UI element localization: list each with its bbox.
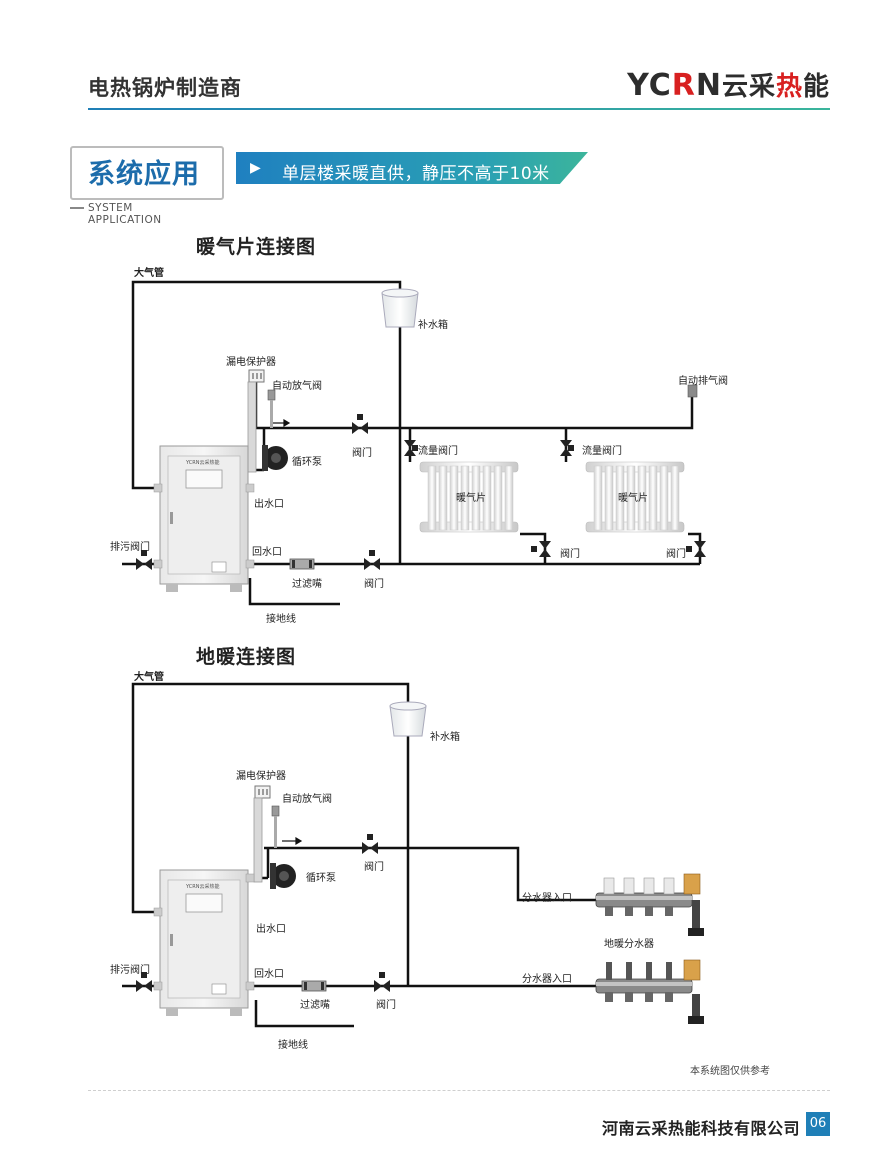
d2-label-manifold-in1: 分水器入口: [522, 893, 572, 904]
section-title-box: [70, 146, 224, 200]
brand-en-1: YC: [627, 68, 672, 103]
d1-label-auto-exhaust: 自动排气阀: [678, 376, 728, 387]
tank-icon: [381, 288, 419, 328]
banner-text: 单层楼采暖直供，静压不高于10米: [282, 164, 550, 184]
header-title: 电热锅炉制造商: [88, 76, 242, 100]
brand-cn-1: 云采: [721, 72, 776, 102]
d2-label-return: 回水口: [254, 969, 284, 980]
pump-icon: [270, 863, 296, 889]
section-title: 系统应用: [88, 159, 200, 190]
d1-label-radiator2: 暖气片: [618, 493, 648, 504]
valve-icon: [136, 834, 390, 992]
d1-label-ground: 接地线: [266, 614, 296, 625]
d1-label-tank: 补水箱: [418, 320, 448, 331]
d1-label-filter: 过滤嘴: [292, 579, 322, 590]
d2-label-tank: 补水箱: [430, 732, 460, 743]
d1-label-atmos: 大气管: [134, 268, 164, 279]
d1-label-auto-vent: 自动放气阀: [272, 381, 322, 392]
boiler-icon: [153, 869, 255, 1016]
d1-label-leak: 漏电保护器: [226, 357, 276, 368]
d2-label-drain: 排污阀门: [110, 965, 150, 976]
leak-protector-icon: [247, 369, 265, 473]
d1-label-drain: 排污阀门: [110, 542, 150, 553]
manifold-icon: [595, 959, 704, 1024]
d2-label-atmos: 大气管: [134, 672, 164, 683]
boiler-brand-label: YCRN云采热能: [186, 884, 220, 890]
auto-vent-valve-icon: [267, 389, 276, 428]
company-name: 河南云采热能科技有限公司: [601, 1119, 800, 1138]
boiler-brand-label: YCRN云采热能: [186, 460, 220, 466]
banner-arrow-icon: ▶: [250, 160, 261, 176]
diagram1-pipes: [122, 280, 702, 606]
d1-label-valve-top: 阀门: [352, 448, 372, 459]
d2-label-valve-top: 阀门: [364, 862, 384, 873]
d1-label-pump: 循环泵: [292, 457, 322, 468]
brand-en-2: N: [695, 68, 722, 103]
filter-icon: [289, 558, 315, 570]
pump-icon: [262, 445, 288, 471]
section-banner: [236, 152, 588, 184]
diagram1-title: 暖气片连接图: [196, 236, 317, 258]
d2-label-manifold: 地暖分水器: [604, 939, 654, 950]
d2-label-filter: 过滤嘴: [300, 1000, 330, 1011]
d2-label-leak: 漏电保护器: [236, 771, 286, 782]
brand-logo: YCRN云采热能: [627, 66, 830, 103]
header-divider: [88, 108, 830, 110]
d2-label-outlet: 出水口: [256, 924, 286, 935]
footer-divider: [88, 1090, 830, 1092]
reference-note: 本系统图仅供参考: [690, 1066, 770, 1077]
filter-icon: [301, 980, 327, 992]
diagram2-title: 地暖连接图: [196, 646, 297, 668]
d1-label-outlet: 出水口: [254, 499, 284, 510]
d1-label-flow2: 流量阀门: [582, 446, 622, 457]
brand-cn-red: 热: [775, 72, 803, 102]
leak-protector-icon: [253, 785, 271, 883]
auto-vent-valve-icon: [271, 805, 280, 848]
section-sub-line1: SYSTEM: [88, 202, 133, 214]
valve-icon: [136, 414, 706, 570]
d1-label-valve-bottom: 阀门: [364, 579, 384, 590]
brand-cn-2: 能: [802, 72, 830, 102]
boiler-icon: [153, 445, 255, 592]
tank-icon: [389, 701, 427, 737]
auto-exhaust-valve-icon: [687, 384, 698, 398]
d2-label-pump: 循环泵: [306, 873, 336, 884]
radiator-icon: [419, 461, 519, 533]
d1-label-radiator1: 暖气片: [456, 493, 486, 504]
d1-label-valve-r1: 阀门: [560, 549, 580, 560]
manifold-icon: [595, 873, 704, 936]
d1-label-return: 回水口: [252, 547, 282, 558]
d2-label-valve-bottom: 阀门: [376, 1000, 396, 1011]
d1-label-valve-r2: 阀门: [666, 549, 686, 560]
section-dash: [70, 207, 84, 209]
radiator-icon: [585, 461, 685, 533]
page-number: 06: [806, 1112, 830, 1136]
flow-arrow-icon: [282, 836, 303, 846]
brand-en-r: R: [671, 68, 696, 103]
d1-label-flow1: 流量阀门: [418, 446, 458, 457]
d2-label-auto-vent: 自动放气阀: [282, 794, 332, 805]
diagram2-pipes: [122, 682, 598, 1028]
d2-label-ground: 接地线: [278, 1040, 308, 1051]
section-sub-line2: APPLICATION: [88, 214, 162, 226]
d2-label-manifold-in2: 分水器入口: [522, 974, 572, 985]
